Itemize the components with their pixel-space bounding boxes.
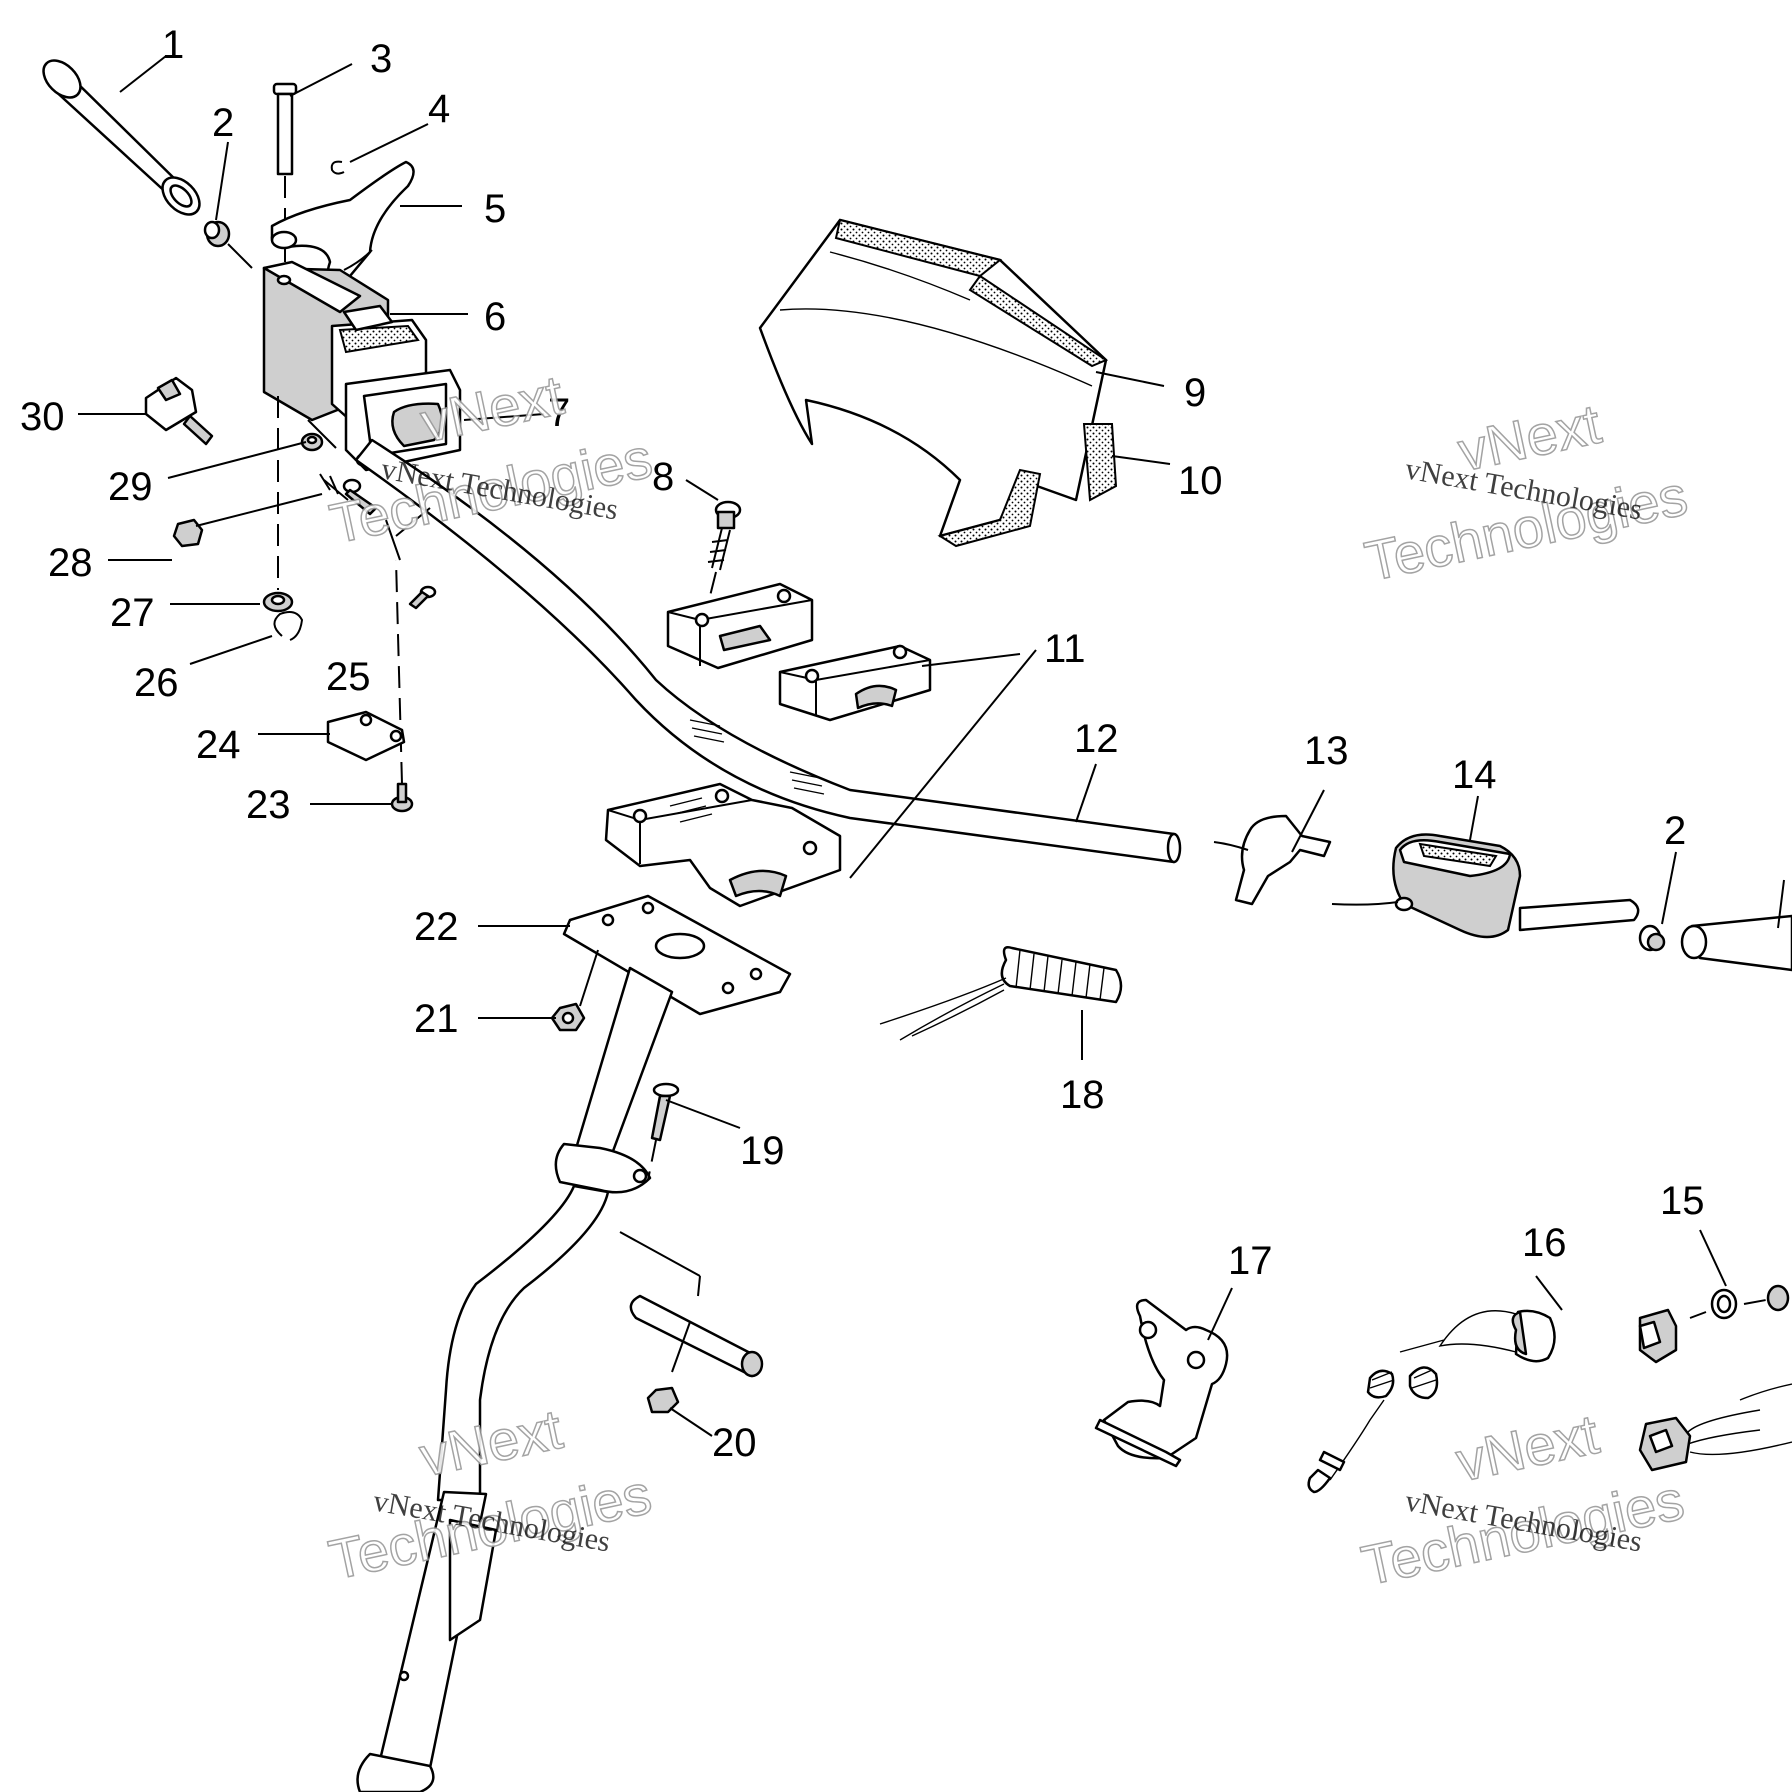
part-17-bracket: [1094, 1298, 1229, 1468]
callout-26: 26: [134, 661, 179, 705]
part-28-nut: [172, 493, 323, 548]
callout-29: 29: [108, 465, 153, 509]
part-20-pin-and-nut: [619, 1231, 764, 1414]
part-2-end-plug-left: [203, 220, 253, 269]
part-4-retaining-clip: [330, 160, 345, 175]
part-9-console-cover: [758, 218, 1109, 538]
assembly-lines-left: [277, 396, 349, 590]
part-11-upper-clamp-b: [778, 644, 932, 722]
part-22-mount-plate: [562, 894, 792, 1016]
part-hand-grip-right: [1680, 879, 1792, 972]
callout-1: 1: [162, 23, 184, 67]
callout-6: 6: [484, 295, 506, 339]
part-15-key-switch: [1638, 1284, 1792, 1472]
part-23-screw: [390, 559, 414, 813]
watermark-brand: vNext: [414, 1397, 568, 1488]
callout-22: 22: [414, 905, 459, 949]
watermark-bottom-left: vNext Technologies: [323, 1396, 657, 1592]
callout-13: 13: [1304, 729, 1349, 773]
part-25-screws: [342, 478, 437, 610]
watermark-bottom-right: vNext Technologies: [1356, 1401, 1690, 1598]
part-12-handlebar: [354, 438, 1182, 864]
part-11-lower-riser: [604, 782, 842, 908]
part-steering-post: [356, 966, 674, 1792]
part-14-switch-housing: [1331, 833, 1640, 939]
callout-27: 27: [110, 591, 155, 635]
part-21-nut: [550, 949, 599, 1032]
watermark-brand: vNext: [1451, 1402, 1605, 1493]
callout-11: 11: [1044, 627, 1086, 671]
part-13-brake-lever: [1213, 814, 1332, 906]
part-8-screw: [705, 500, 742, 613]
leader-lines: [78, 55, 1727, 1437]
callout-24: 24: [196, 723, 241, 767]
callout-25: 25: [326, 655, 371, 699]
callout-2: 2: [212, 101, 234, 145]
part-29-washer: [300, 432, 324, 452]
callout-4: 4: [428, 87, 450, 131]
callout-labels: 1 2 3 4 5 6 7 8 9 10 11 12 13 14 2 15 16…: [20, 23, 1705, 1465]
part-5-throttle-lever: [270, 160, 415, 290]
callout-8: 8: [652, 455, 674, 499]
part-24-cover-plate: [326, 710, 406, 762]
part-27-washer: [262, 591, 294, 613]
part-11-upper-clamp-a: [666, 582, 814, 670]
callout-21: 21: [414, 997, 459, 1041]
callout-14: 14: [1452, 753, 1497, 797]
callout-5: 5: [484, 187, 506, 231]
callout-23: 23: [246, 783, 291, 827]
callout-15: 15: [1660, 1179, 1705, 1223]
part-2-end-plug-right: [1638, 924, 1666, 952]
part-19-screw: [647, 1082, 680, 1181]
part-3-pivot-pin: [272, 82, 298, 264]
callout-20: 20: [712, 1421, 757, 1465]
part-18-coiled-cable: [879, 946, 1123, 1041]
part-16-tether-key: [1307, 1309, 1556, 1494]
callout-12: 12: [1074, 717, 1119, 761]
part-10-foam-pad: [937, 423, 1118, 548]
part-30-switch: [144, 376, 214, 446]
callout-10: 10: [1178, 459, 1223, 503]
part-7-housing-cover: [344, 368, 462, 472]
callout-7: 7: [548, 391, 570, 435]
callout-3: 3: [370, 37, 392, 81]
callout-17: 17: [1228, 1239, 1273, 1283]
callout-16: 16: [1522, 1221, 1567, 1265]
part-26-e-clip: [273, 611, 304, 641]
callout-18: 18: [1060, 1073, 1105, 1117]
callout-2-right: 2: [1664, 809, 1686, 853]
callout-19: 19: [740, 1129, 785, 1173]
callout-9: 9: [1184, 371, 1206, 415]
callout-28: 28: [48, 541, 93, 585]
part-1-hand-grip-left: [42, 59, 201, 216]
callout-30: 30: [20, 395, 65, 439]
